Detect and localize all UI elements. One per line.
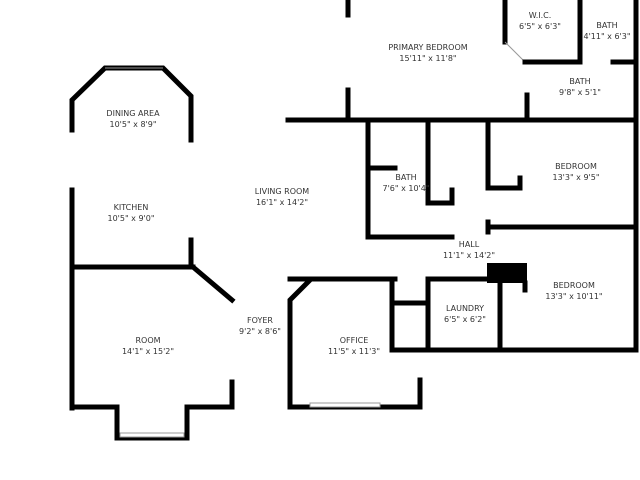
room-size: 7'6" x 10'4" <box>382 184 430 193</box>
room-size: 15'11" x 11'8" <box>399 54 457 63</box>
room-name: FOYER <box>247 316 273 325</box>
room-size: 6'5" x 6'2" <box>444 315 486 324</box>
room-label: BATH 9'8" x 5'1" <box>559 76 601 98</box>
room-size: 4'11" x 6'3" <box>583 32 631 41</box>
room-label: HALL 11'1" x 14'2" <box>443 239 495 261</box>
room-size: 13'3" x 9'5" <box>552 173 600 182</box>
room-label: PRIMARY BEDROOM 15'11" x 11'8" <box>388 42 467 64</box>
room-name: W.I.C. <box>528 11 552 20</box>
room-label: FOYER 9'2" x 8'6" <box>239 315 281 337</box>
room-name: DINING AREA <box>106 109 160 118</box>
room-size: 9'2" x 8'6" <box>239 327 281 336</box>
room-label: KITCHEN 10'5" x 9'0" <box>107 202 154 224</box>
room-name: LIVING ROOM <box>254 187 310 196</box>
room-label: BEDROOM 13'3" x 9'5" <box>552 161 599 183</box>
room-label: OFFICE 11'5" x 11'3" <box>328 335 380 357</box>
room-label: LAUNDRY 6'5" x 6'2" <box>444 303 486 325</box>
room-label: W.I.C. 6'5" x 6'3" <box>519 10 561 32</box>
room-name: BATH <box>569 77 591 86</box>
room-size: 9'8" x 5'1" <box>559 88 601 97</box>
room-name: BATH <box>395 173 417 182</box>
room-label: ROOM 14'1" x 15'2" <box>122 335 174 357</box>
room-size: 10'5" x 8'9" <box>109 120 157 129</box>
room-name: BEDROOM <box>553 281 595 290</box>
room-label: DINING AREA 10'5" x 8'9" <box>106 108 159 130</box>
room-label: BATH 4'11" x 6'3" <box>583 20 630 42</box>
room-name: HALL <box>458 240 480 249</box>
room-name: ROOM <box>135 336 161 345</box>
room-name: BATH <box>596 21 618 30</box>
room-name: PRIMARY BEDROOM <box>388 43 468 52</box>
room-label: BATH 7'6" x 10'4" <box>382 172 429 194</box>
room-size: 13'3" x 10'11" <box>545 292 603 301</box>
room-size: 11'1" x 14'2" <box>442 251 496 260</box>
room-size: 11'5" x 11'3" <box>327 347 381 356</box>
room-size: 6'5" x 6'3" <box>519 22 561 31</box>
room-name: KITCHEN <box>113 203 149 212</box>
room-label: LIVING ROOM 16'1" x 14'2" <box>255 186 309 208</box>
room-label: BEDROOM 13'3" x 10'11" <box>545 280 602 302</box>
room-size: 16'1" x 14'2" <box>255 198 309 207</box>
room-size: 14'1" x 15'2" <box>121 347 175 356</box>
room-name: LAUNDRY <box>445 304 485 313</box>
room-name: BEDROOM <box>555 162 597 171</box>
room-size: 10'5" x 9'0" <box>107 214 155 223</box>
room-name: OFFICE <box>339 336 369 345</box>
